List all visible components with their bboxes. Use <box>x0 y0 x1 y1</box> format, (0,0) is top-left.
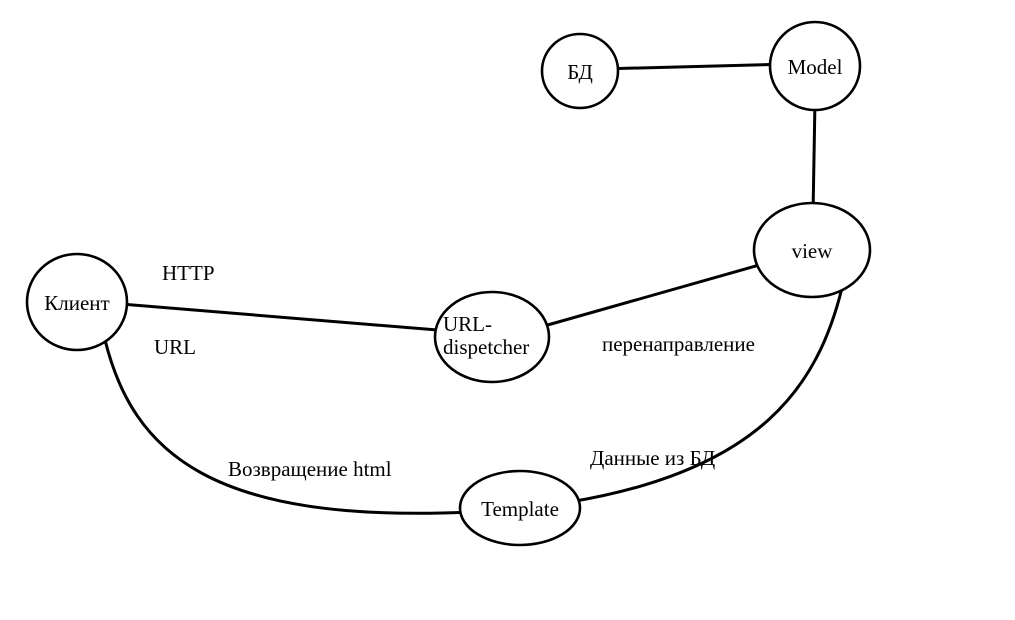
node-db-label: БД <box>567 60 593 84</box>
node-template-circle <box>458 469 582 547</box>
edge-label-redirect: перенаправление <box>602 332 755 356</box>
edge-view-template-curve <box>568 286 844 504</box>
node-url-dispatcher-label-line1: URL- <box>443 312 492 336</box>
node-url-dispatcher: URL- dispetcher <box>433 290 551 384</box>
node-model-circle <box>768 20 862 112</box>
node-db: БД <box>540 32 620 110</box>
node-model-label: Model <box>788 55 843 79</box>
edge-labels: HTTP URL перенаправление Данные из БД Во… <box>154 261 755 481</box>
node-view-label: view <box>792 239 834 263</box>
node-client-circle <box>25 252 129 352</box>
edge-view-url-dispatcher <box>528 260 772 332</box>
edge-label-url: URL <box>154 335 196 359</box>
edge-client-url-dispatcher <box>106 301 464 334</box>
edge-label-return-html: Возвращение html <box>228 457 392 481</box>
node-view: view <box>752 201 872 299</box>
node-db-circle <box>540 32 620 110</box>
node-template: Template <box>458 469 582 547</box>
node-client: Клиент <box>25 252 129 352</box>
edge-label-data-from-db: Данные из БД <box>590 446 715 470</box>
edge-model-view <box>811 98 817 217</box>
node-url-dispatcher-label-line2: dispetcher <box>443 335 529 359</box>
edge-client-template-curve <box>103 338 472 515</box>
edges <box>103 62 844 515</box>
edge-label-http: HTTP <box>162 261 215 285</box>
node-model: Model <box>768 20 862 112</box>
node-url-dispatcher-circle <box>433 290 551 384</box>
node-template-label: Template <box>481 497 559 521</box>
node-view-circle <box>752 201 872 299</box>
node-client-label: Клиент <box>44 291 109 315</box>
edge-db-model <box>598 62 792 71</box>
